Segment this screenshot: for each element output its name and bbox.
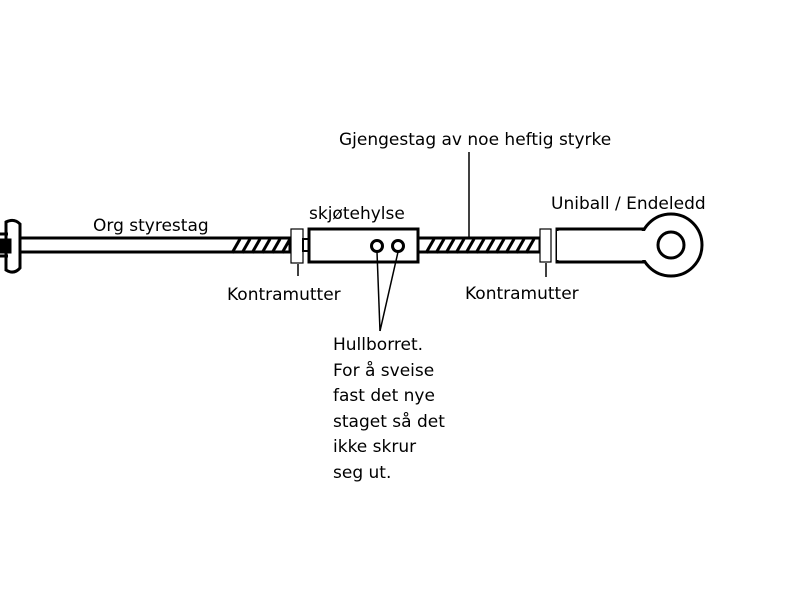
threaded-rod (416, 236, 542, 254)
right-locknut (539, 228, 552, 263)
right-locknut-label: Kontramutter (465, 284, 579, 304)
coupling-sleeve (307, 227, 420, 264)
original-tie-rod-label: Org styrestag (93, 216, 209, 236)
note-line: Hullborret. (333, 335, 424, 355)
note-line: seg ut. (333, 462, 392, 483)
note-line: fast det nye (333, 386, 435, 406)
coupling-label: skjøtehylse (309, 204, 405, 224)
note-line: For å sveise (333, 360, 435, 381)
hole-pointer-2 (379, 251, 399, 332)
left-thread (230, 238, 292, 254)
note-line: ikke skrur (333, 437, 417, 457)
tie-rod-end-cap (0, 218, 22, 274)
drilled-holes-note: Hullborret. For å sveise fast det nye st… (333, 333, 493, 486)
drilled-hole-1 (370, 239, 384, 253)
note-line: staget så det (333, 411, 445, 432)
left-locknut (290, 228, 304, 264)
rod-end-label: Uniball / Endeledd (551, 194, 706, 214)
left-locknut-label: Kontramutter (227, 285, 341, 305)
original-tie-rod (18, 236, 292, 254)
threaded-rod-label: Gjengestag av noe heftig styrke (339, 130, 611, 150)
drilled-hole-2 (391, 239, 405, 253)
hole-pointer-1 (376, 251, 381, 332)
rod-end-uniball (555, 212, 704, 278)
